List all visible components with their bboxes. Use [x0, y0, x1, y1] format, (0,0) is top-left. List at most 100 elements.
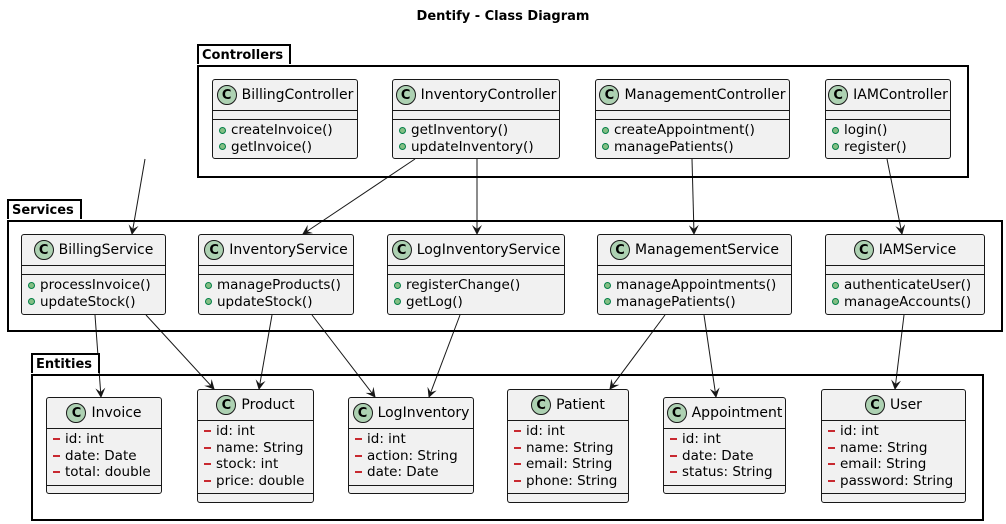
field: name: String — [828, 440, 959, 457]
method: getInventory() — [399, 122, 553, 139]
diagram-title: Dentify - Class Diagram — [416, 9, 590, 24]
method: register() — [832, 139, 944, 156]
field: name: String — [204, 440, 307, 457]
class-badge-icon: C — [216, 395, 237, 415]
field: date: Date — [670, 448, 779, 465]
private-visibility-icon — [53, 438, 60, 441]
class-badge-icon: C — [853, 240, 874, 260]
field: id: int — [204, 423, 307, 440]
class-name: BillingService — [58, 242, 154, 258]
private-visibility-icon — [204, 446, 211, 449]
public-visibility-icon — [28, 281, 35, 289]
package-entities-label: Entities — [31, 353, 101, 373]
method: updateStock() — [28, 294, 159, 311]
field: stock: int — [204, 456, 307, 473]
class-name: User — [890, 397, 922, 413]
class-name: Product — [241, 397, 295, 413]
field: email: String — [514, 456, 622, 473]
class-name: Patient — [556, 397, 605, 413]
public-visibility-icon — [28, 298, 35, 306]
private-visibility-icon — [828, 430, 835, 433]
field: status: String — [670, 464, 779, 481]
class-badge-icon: C — [599, 85, 620, 105]
field: name: String — [514, 440, 622, 457]
field: id: int — [355, 431, 467, 448]
class-badge-icon: C — [33, 240, 54, 260]
method: managePatients() — [604, 294, 785, 311]
public-visibility-icon — [205, 298, 212, 306]
class-name: BillingController — [241, 87, 354, 103]
relation-arrow — [145, 314, 215, 390]
field: action: String — [355, 448, 467, 465]
private-visibility-icon — [204, 479, 211, 482]
field: id: int — [828, 423, 959, 440]
public-visibility-icon — [394, 298, 401, 306]
public-visibility-icon — [399, 126, 406, 134]
public-visibility-icon — [832, 143, 839, 151]
field: phone: String — [514, 473, 622, 490]
private-visibility-icon — [53, 471, 60, 474]
class-badge-icon: C — [610, 240, 631, 260]
public-visibility-icon — [832, 298, 839, 306]
class-badge-icon: C — [216, 85, 237, 105]
relation-arrow — [427, 314, 461, 398]
class-name: IAMService — [878, 242, 957, 258]
package-services-label: Services — [7, 199, 82, 219]
class-name: ManagementController — [624, 87, 786, 103]
method: managePatients() — [602, 139, 783, 156]
private-visibility-icon — [355, 438, 362, 441]
private-visibility-icon — [355, 454, 362, 457]
relation-arrow — [891, 314, 905, 390]
method: getLog() — [394, 294, 558, 311]
public-visibility-icon — [604, 298, 611, 306]
class-name: Invoice — [91, 405, 142, 421]
public-visibility-icon — [219, 126, 226, 134]
class-name: InventoryController — [420, 87, 557, 103]
private-visibility-icon — [514, 430, 521, 433]
relation-arrow — [311, 314, 376, 398]
method: manageAccounts() — [832, 294, 978, 311]
class-name: LogInventoryService — [416, 242, 561, 258]
method: authenticateUser() — [832, 277, 978, 294]
public-visibility-icon — [602, 126, 609, 134]
class-name: InventoryService — [229, 242, 348, 258]
method: updateInventory() — [399, 139, 553, 156]
field: total: double — [53, 464, 155, 481]
field: date: Date — [355, 464, 467, 481]
class-badge-icon: C — [66, 403, 87, 423]
field: email: String — [828, 456, 959, 473]
private-visibility-icon — [828, 479, 835, 482]
package-controllers — [197, 65, 969, 178]
method: processInvoice() — [28, 277, 159, 294]
private-visibility-icon — [514, 479, 521, 482]
private-visibility-icon — [514, 463, 521, 466]
private-visibility-icon — [828, 463, 835, 466]
method: manageAppointments() — [604, 277, 785, 294]
class-badge-icon: C — [828, 85, 849, 105]
class-badge-icon: C — [204, 240, 225, 260]
field: price: double — [204, 473, 307, 490]
public-visibility-icon — [604, 281, 611, 289]
class-badge-icon: C — [531, 395, 552, 415]
public-visibility-icon — [394, 281, 401, 289]
class-badge-icon: C — [352, 403, 373, 423]
package-entities — [31, 374, 984, 521]
method: updateStock() — [205, 294, 347, 311]
public-visibility-icon — [832, 281, 839, 289]
class-badge-icon: C — [666, 403, 687, 423]
